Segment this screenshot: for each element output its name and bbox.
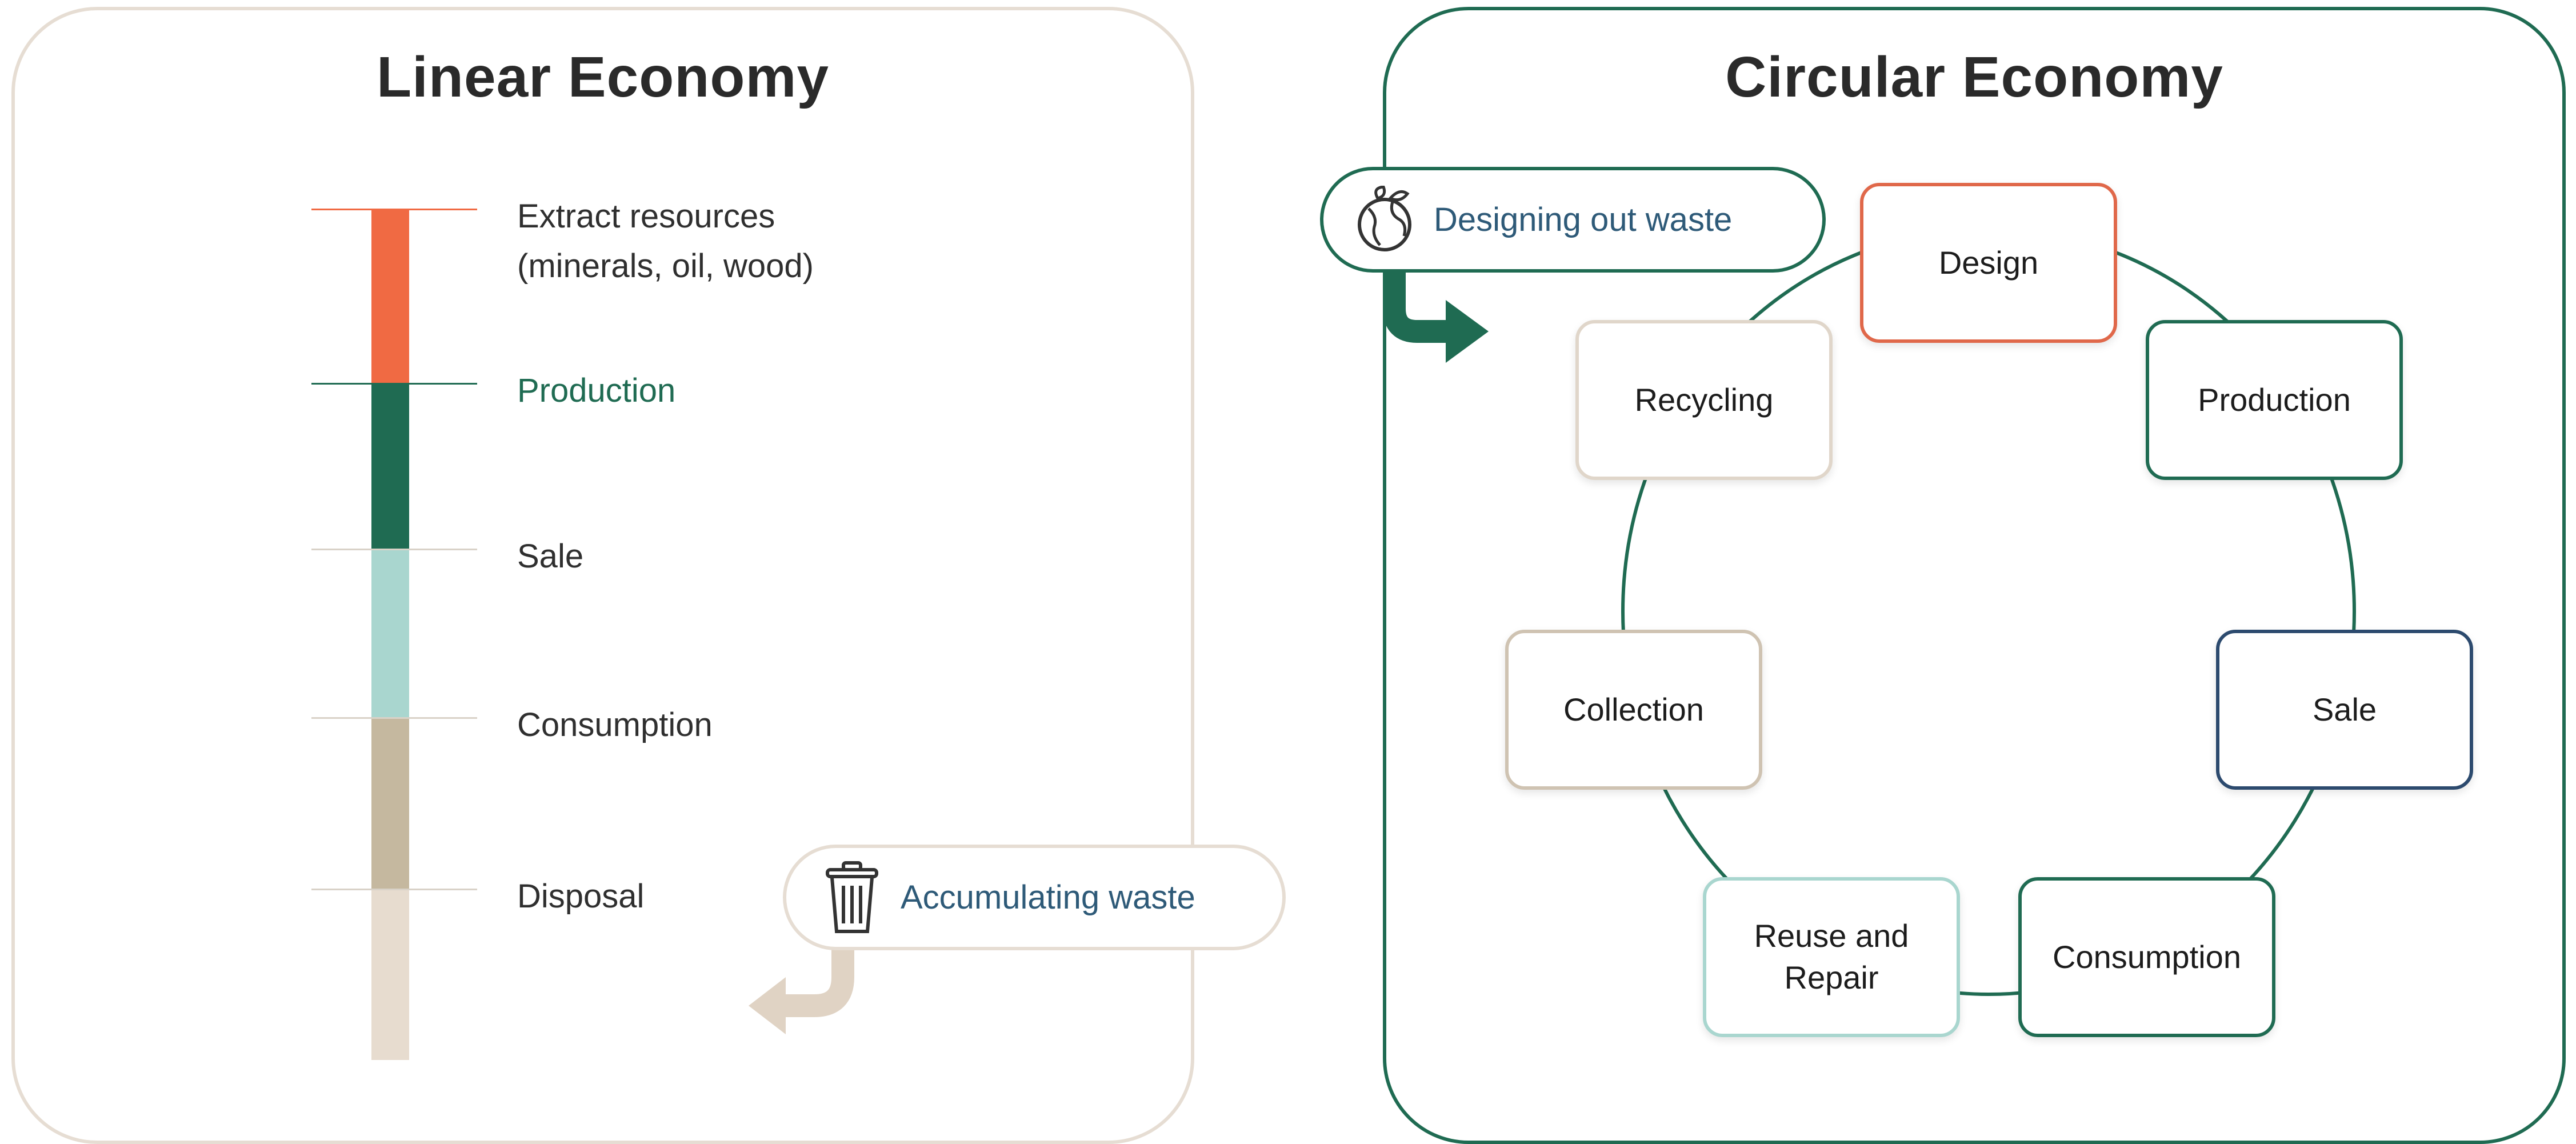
node-recycling: Recycling bbox=[1575, 320, 1833, 480]
stage-tick-sale bbox=[311, 549, 477, 550]
node-sale-label: Sale bbox=[2312, 691, 2377, 727]
accumulating-waste-arrow bbox=[777, 937, 854, 1017]
accumulating-waste-arrowhead bbox=[749, 977, 786, 1034]
designing-out-waste-text: Designing out waste bbox=[1434, 201, 1733, 238]
node-collection: Collection bbox=[1505, 630, 1762, 790]
node-design-label: Design bbox=[1938, 244, 2039, 281]
node-production-label: Production bbox=[2198, 381, 2351, 418]
stage-bar-consumption bbox=[371, 717, 409, 889]
circular-economy-title: Circular Economy bbox=[1725, 45, 2223, 109]
stage-bar-extract bbox=[371, 209, 409, 383]
node-reuse-repair: Reuse and Repair bbox=[1703, 877, 1960, 1037]
designing-out-waste-arrowhead bbox=[1446, 300, 1489, 363]
stage-label-disposal: Disposal bbox=[517, 878, 645, 915]
designing-out-waste-callout: Designing out waste bbox=[1320, 167, 1826, 273]
stage-tick-extract bbox=[311, 209, 477, 210]
stage-bar-production bbox=[371, 383, 409, 549]
stage-label-extract: Extract resources (minerals, oil, wood) bbox=[517, 198, 814, 285]
linear-economy-title: Linear Economy bbox=[377, 45, 829, 109]
node-design: Design bbox=[1860, 183, 2117, 343]
node-collection-label: Collection bbox=[1563, 691, 1704, 727]
stage-tick-consumption bbox=[311, 717, 477, 719]
trash-can-icon bbox=[821, 861, 883, 935]
globe-leaf-icon bbox=[1355, 185, 1418, 254]
node-consumption-label: Consumption bbox=[2053, 938, 2241, 975]
node-production: Production bbox=[2146, 320, 2403, 480]
stage-bar-disposal bbox=[371, 889, 409, 1060]
stage-bar-sale bbox=[371, 549, 409, 717]
node-sale: Sale bbox=[2216, 630, 2473, 790]
accumulating-waste-text: Accumulating waste bbox=[901, 879, 1195, 916]
node-recycling-label: Recycling bbox=[1634, 381, 1774, 418]
stage-label-production: Production bbox=[517, 372, 676, 409]
linear-economy-panel: Linear Economy bbox=[11, 7, 1194, 1144]
stage-label-consumption: Consumption bbox=[517, 706, 713, 743]
stage-label-sale: Sale bbox=[517, 538, 584, 575]
stage-tick-production bbox=[311, 383, 477, 385]
node-consumption: Consumption bbox=[2018, 877, 2275, 1037]
node-reuse-repair-label: Reuse and Repair bbox=[1754, 918, 1909, 995]
designing-out-waste-arrow bbox=[1383, 271, 1449, 343]
accumulating-waste-callout: Accumulating waste bbox=[783, 845, 1286, 950]
stage-tick-disposal bbox=[311, 889, 477, 890]
